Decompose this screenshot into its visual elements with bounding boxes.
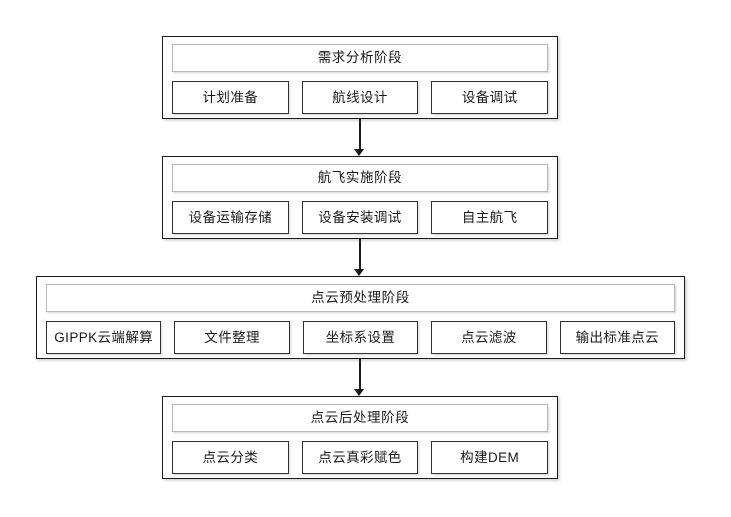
stage-item[interactable]: 输出标准点云 — [559, 321, 676, 354]
stage-item-row: GIPPK云端解算 文件整理 坐标系设置 点云滤波 输出标准点云 — [46, 321, 676, 354]
stage-block-requirement-analysis[interactable]: 需求分析阶段 计划准备 航线设计 设备调试 — [162, 36, 558, 119]
stage-title: 航飞实施阶段 — [172, 164, 548, 192]
stage-title: 需求分析阶段 — [172, 44, 548, 72]
stage-item[interactable]: 设备运输存储 — [172, 201, 289, 234]
connector-line-1 — [359, 119, 361, 152]
stage-item[interactable]: 点云分类 — [172, 441, 289, 474]
arrow-down-icon — [354, 269, 364, 276]
stage-item[interactable]: 构建DEM — [431, 441, 549, 474]
stage-item[interactable]: 文件整理 — [174, 321, 290, 354]
stage-item[interactable]: 设备安装调试 — [301, 201, 419, 234]
stage-item[interactable]: 自主航飞 — [431, 201, 549, 234]
stage-item-row: 点云分类 点云真彩赋色 构建DEM — [172, 441, 549, 474]
stage-item[interactable]: GIPPK云端解算 — [46, 321, 162, 354]
stage-title: 点云预处理阶段 — [46, 284, 675, 312]
arrow-down-icon — [354, 149, 364, 156]
connector-line-2 — [359, 239, 361, 272]
stage-item-row: 设备运输存储 设备安装调试 自主航飞 — [172, 201, 549, 234]
stage-item[interactable]: 航线设计 — [301, 81, 419, 114]
stage-item[interactable]: 坐标系设置 — [302, 321, 419, 354]
stage-block-point-cloud-preprocessing[interactable]: 点云预处理阶段 GIPPK云端解算 文件整理 坐标系设置 点云滤波 输出标准点云 — [36, 276, 685, 359]
stage-item-row: 计划准备 航线设计 设备调试 — [172, 81, 549, 114]
stage-item[interactable]: 设备调试 — [431, 81, 549, 114]
stage-item[interactable]: 计划准备 — [172, 81, 289, 114]
connector-line-3 — [359, 359, 361, 392]
stage-item[interactable]: 点云真彩赋色 — [301, 441, 419, 474]
stage-block-point-cloud-postprocessing[interactable]: 点云后处理阶段 点云分类 点云真彩赋色 构建DEM — [162, 396, 558, 479]
stage-item[interactable]: 点云滤波 — [431, 321, 547, 354]
arrow-down-icon — [354, 389, 364, 396]
stage-title: 点云后处理阶段 — [172, 404, 548, 432]
stage-block-flight-execution[interactable]: 航飞实施阶段 设备运输存储 设备安装调试 自主航飞 — [162, 156, 558, 239]
